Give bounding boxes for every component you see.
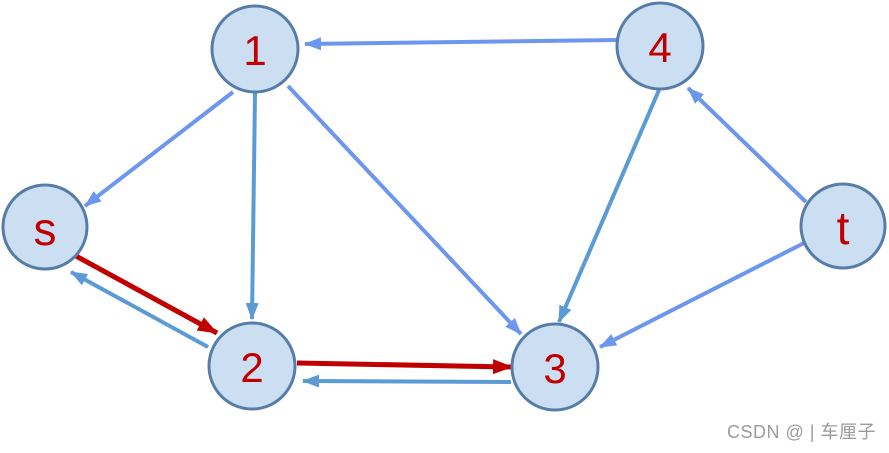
edge-t-to-4	[686, 86, 808, 204]
node-4-circle	[615, 1, 705, 91]
node-s-circle	[1, 183, 89, 271]
node-s: s	[1, 183, 89, 271]
edge-1-to-3	[286, 84, 523, 336]
node-2-circle	[207, 321, 297, 411]
edge-4-to-3	[557, 89, 661, 323]
node-2: 2	[207, 321, 297, 411]
csdn-watermark: CSDN @ | 车厘子	[727, 422, 876, 442]
edge-3-to-2	[302, 374, 512, 388]
node-t-circle	[799, 182, 887, 270]
node-1-circle	[210, 4, 300, 94]
node-s-label: s	[34, 203, 57, 255]
edge-s-to-2	[74, 253, 219, 336]
edge-1-to-s	[83, 90, 235, 208]
node-4-label: 4	[648, 24, 671, 71]
node-t-label: t	[837, 202, 850, 254]
node-3-label: 3	[543, 345, 566, 392]
edge-2-to-3	[296, 359, 513, 375]
edge-t-to-3	[599, 241, 805, 349]
node-1-label: 1	[243, 27, 266, 74]
node-4: 4	[615, 1, 705, 91]
node-1: 1	[210, 4, 300, 94]
node-2-label: 2	[240, 344, 263, 391]
edge-2-to-s	[70, 270, 209, 349]
node-t: t	[799, 182, 887, 270]
node-3: 3	[510, 322, 600, 412]
edge-1-to-2	[245, 92, 259, 320]
edge-4-to-1	[304, 37, 618, 51]
node-3-circle	[510, 322, 600, 412]
